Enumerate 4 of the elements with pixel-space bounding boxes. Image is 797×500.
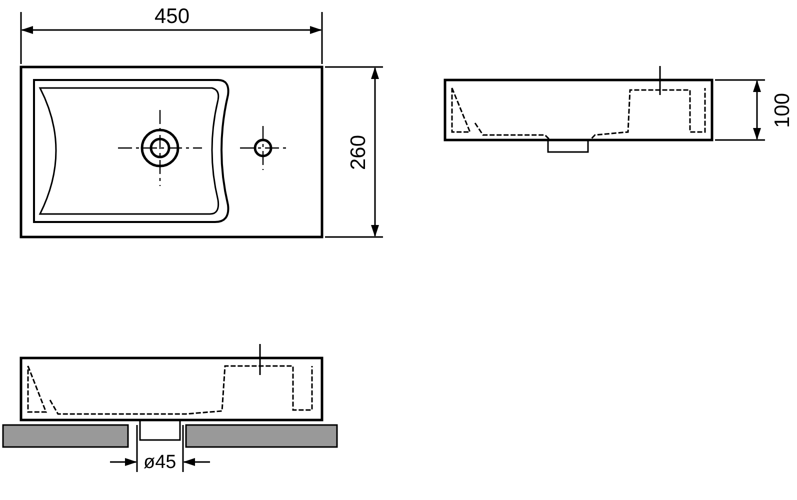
dimension-value: ø45 <box>144 452 176 472</box>
dimension-value: 100 <box>772 92 793 128</box>
dimension-value: 260 <box>348 134 369 170</box>
dimension-value: 450 <box>154 6 190 26</box>
